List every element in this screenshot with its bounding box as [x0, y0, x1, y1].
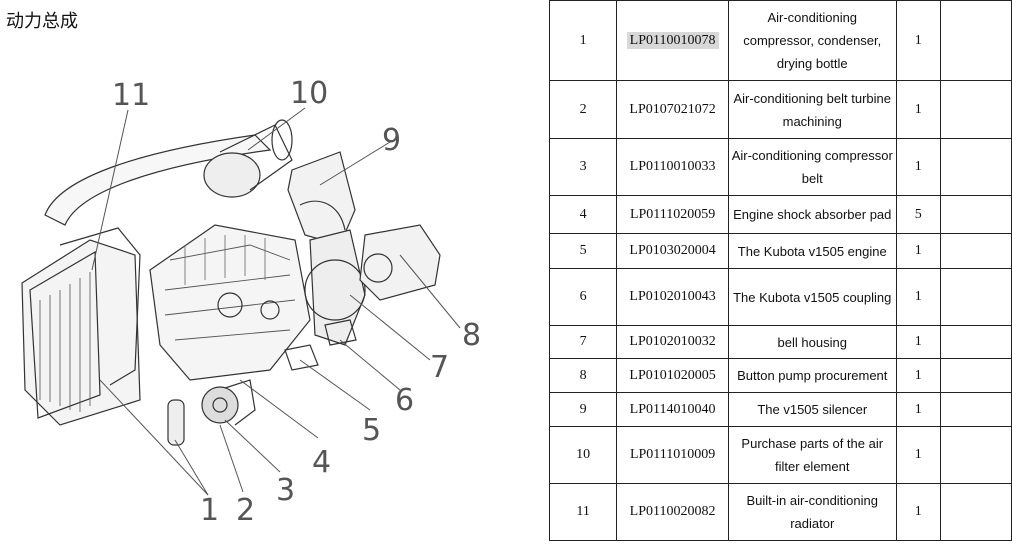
highlighted-part-code: LP0110010078 [626, 31, 719, 49]
part-code: LP0111010009 [616, 426, 729, 484]
callout-9: 9 [382, 123, 401, 158]
part-code: LP0114010040 [616, 392, 729, 427]
callout-7: 7 [430, 350, 449, 385]
blank-cell [940, 195, 1012, 234]
part-name: Button pump procurement [727, 358, 897, 393]
callout-numbers: 11 10 9 8 7 6 5 4 3 2 1 [112, 76, 481, 528]
callout-10: 10 [290, 76, 328, 111]
hydraulic-pump [359, 224, 441, 301]
radiator-assembly [21, 227, 141, 426]
page-title: 动力总成 [6, 11, 78, 32]
part-quantity: 1 [895, 483, 942, 541]
engine-block [149, 224, 311, 381]
part-code: LP0110010033 [616, 138, 729, 196]
part-quantity: 1 [895, 392, 942, 427]
part-quantity: 1 [895, 325, 942, 359]
intake-hose [44, 134, 272, 226]
callout-3: 3 [276, 473, 295, 508]
blank-cell [940, 483, 1012, 541]
table-row: 1 LP0110010078 Air-conditioning compressor… [548, 0, 1012, 81]
part-code: LP0103020004 [616, 233, 729, 269]
part-quantity: 1 [895, 268, 942, 326]
part-name: The v1505 silencer [727, 392, 897, 427]
row-number: 11 [548, 483, 618, 541]
part-quantity: 1 [895, 138, 942, 196]
row-number: 10 [548, 426, 618, 484]
row-number: 1 [548, 0, 618, 81]
callout-6: 6 [395, 383, 414, 418]
part-name: The Kubota v1505 coupling [727, 268, 897, 326]
row-number: 9 [548, 392, 618, 427]
part-code: LP0110010078 [616, 0, 729, 81]
part-name: Built-in air-conditioning radiator [727, 483, 897, 541]
part-code: LP0107021072 [616, 80, 729, 139]
callout-2: 2 [236, 493, 255, 528]
air-filter [203, 119, 293, 198]
blank-cell [940, 138, 1012, 196]
callout-5: 5 [362, 413, 381, 448]
blank-cell [940, 325, 1012, 359]
part-name: Engine shock absorber pad [727, 195, 897, 234]
part-quantity: 1 [895, 0, 942, 81]
row-number: 6 [548, 268, 618, 326]
drying-bottle [167, 399, 185, 446]
part-name: Air-conditioning compressor belt [727, 138, 897, 196]
shock-absorber-pads [284, 319, 357, 371]
row-number: 4 [548, 195, 618, 234]
part-quantity: 1 [895, 233, 942, 269]
ac-compressor [201, 379, 256, 426]
part-code: LP0102010032 [616, 325, 729, 359]
part-code: LP0101020005 [616, 358, 729, 393]
blank-cell [940, 426, 1012, 484]
part-quantity: 1 [895, 80, 942, 139]
blank-cell [940, 268, 1012, 326]
blank-cell [940, 0, 1012, 81]
part-name: Air-conditioning compressor, condenser, … [727, 0, 897, 81]
part-quantity: 5 [895, 195, 942, 234]
part-quantity: 1 [895, 426, 942, 484]
row-number: 8 [548, 358, 618, 393]
powertrain-exploded-drawing: 11 10 9 8 7 6 5 4 3 2 1 [21, 76, 481, 528]
blank-cell [940, 358, 1012, 393]
bell-housing [304, 229, 366, 346]
part-name: Air-conditioning belt turbine machining [727, 80, 897, 139]
part-quantity: 1 [895, 358, 942, 393]
callout-11: 11 [112, 78, 150, 113]
callout-1: 1 [200, 493, 219, 528]
part-name: Purchase parts of the air filter element [727, 426, 897, 484]
row-number: 7 [548, 325, 618, 359]
part-code: LP0102010043 [616, 268, 729, 326]
blank-cell [940, 233, 1012, 269]
blank-cell [940, 80, 1012, 139]
callout-8: 8 [462, 318, 481, 353]
blank-cell [940, 392, 1012, 427]
part-code: LP0111020059 [616, 195, 729, 234]
part-name: bell housing [727, 325, 897, 359]
row-number: 3 [548, 138, 618, 196]
silencer [287, 151, 356, 246]
part-name: The Kubota v1505 engine [727, 233, 897, 269]
part-code: LP0110020082 [616, 483, 729, 541]
row-number: 5 [548, 233, 618, 269]
callout-4: 4 [312, 445, 331, 480]
leader-lines [91, 107, 461, 496]
row-number: 2 [548, 80, 618, 139]
